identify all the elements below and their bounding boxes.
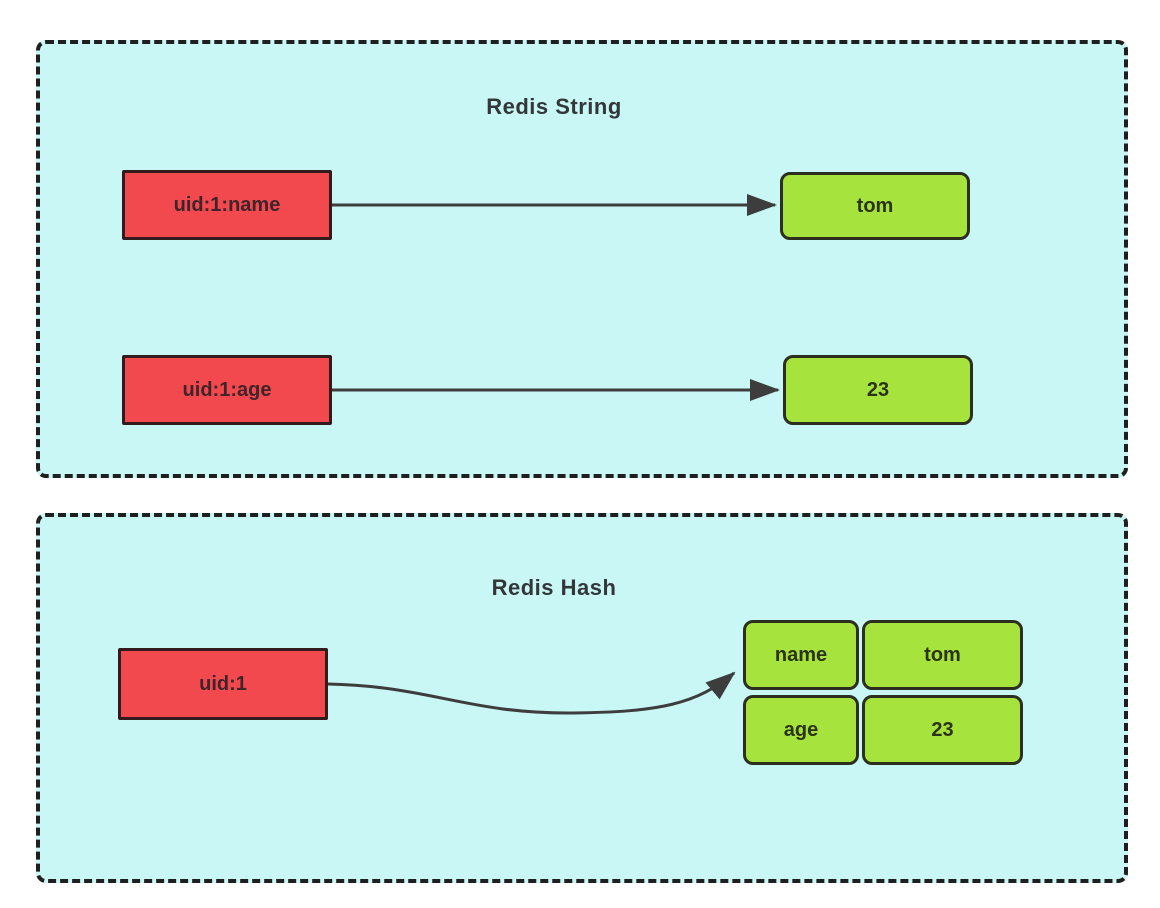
panel-title-redis-hash: Redis Hash bbox=[491, 575, 617, 600]
hash-cell-label: 23 bbox=[931, 718, 954, 741]
key-box-uid-1-age: uid:1:age bbox=[122, 355, 332, 425]
panel-redis-string: Redis String uid:1:name tom uid:1:age 23 bbox=[36, 40, 1128, 478]
key-box-uid-1: uid:1 bbox=[118, 648, 328, 720]
hash-cell-label: name bbox=[774, 643, 828, 666]
value-box-label: 23 bbox=[866, 378, 890, 401]
panel-title-redis-string: Redis String bbox=[486, 94, 622, 119]
value-box-tom: tom bbox=[780, 172, 970, 240]
key-box-label: uid:1:age bbox=[182, 378, 272, 401]
key-box-label: uid:1 bbox=[199, 672, 247, 695]
key-box-uid-1-name: uid:1:name bbox=[122, 170, 332, 240]
value-box-23: 23 bbox=[783, 355, 973, 425]
hash-cell-field-age: age bbox=[743, 695, 859, 765]
hash-cell-value-23: 23 bbox=[862, 695, 1023, 765]
hash-cell-field-name: name bbox=[743, 620, 859, 690]
panel-redis-hash: Redis Hash uid:1 name tom age 23 bbox=[36, 513, 1128, 883]
key-box-label: uid:1:name bbox=[173, 193, 281, 216]
hash-cell-value-tom: tom bbox=[862, 620, 1023, 690]
hash-cell-label: age bbox=[783, 718, 819, 741]
hash-cell-label: tom bbox=[924, 643, 961, 666]
hash-field-table: name tom age 23 bbox=[743, 620, 1023, 765]
value-box-label: tom bbox=[856, 194, 894, 217]
